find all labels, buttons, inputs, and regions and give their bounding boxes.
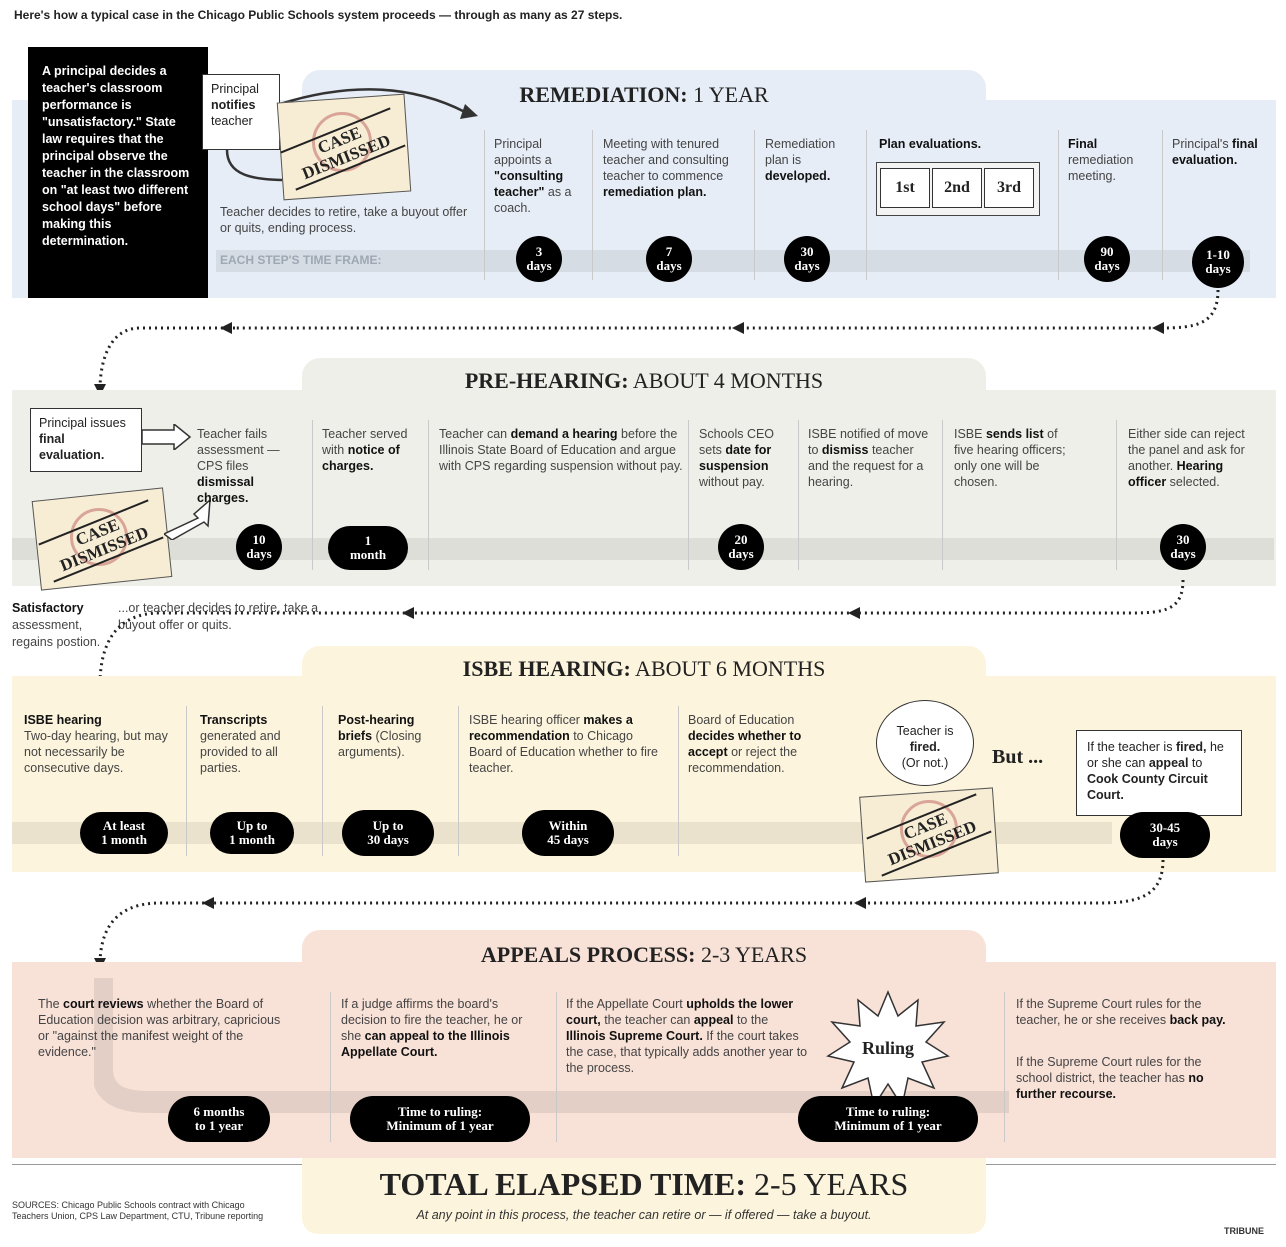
time-badge: Time to ruling:Minimum of 1 year <box>350 1096 530 1142</box>
appeals-court-reviews: The court reviews whether the Board of E… <box>38 997 281 1059</box>
appeals-tab <box>302 930 986 970</box>
separator <box>186 706 187 856</box>
prehearing-band <box>12 390 1276 586</box>
arrow-to-fails <box>141 422 192 452</box>
separator <box>688 420 689 570</box>
plan-eval-3rd: 3rd <box>984 168 1034 208</box>
step-recommendation: ISBE hearing officer makes a recommendat… <box>469 713 659 775</box>
separator <box>942 420 943 570</box>
separator <box>1004 992 1005 1142</box>
principal-issues-callout: Principal issues final evaluation. <box>30 408 142 472</box>
prehearing-track <box>12 538 1274 560</box>
credit-label: TRIBUNE <box>1224 1226 1264 1236</box>
but-label: But ... <box>992 746 1044 768</box>
remediation-title: REMEDIATION: 1 YEAR <box>519 82 769 107</box>
connector-1 <box>0 260 1286 400</box>
separator <box>678 706 679 856</box>
separator <box>1162 130 1163 280</box>
step-post-hearing-briefs: Post-hearing briefs (Closing arguments). <box>338 713 422 759</box>
separator <box>798 420 799 570</box>
isbe-title: ISBE HEARING: ABOUT 6 MONTHS <box>462 656 826 681</box>
separator <box>330 992 331 1142</box>
appeals-outcome-teacher: If the Supreme Court rules for the teach… <box>1016 997 1226 1027</box>
ruling-label: Ruling <box>861 1038 915 1058</box>
separator <box>484 130 485 280</box>
total-elapsed-time: TOTAL ELAPSED TIME: 2-5 YEARS <box>379 1166 909 1202</box>
step-transcripts: Transcripts generated and provided to al… <box>200 713 281 775</box>
appeals-appellate: If a judge affirms the board's decision … <box>341 997 523 1059</box>
separator <box>322 706 323 856</box>
appeals-supreme: If the Appellate Court upholds the lower… <box>566 997 808 1075</box>
separator <box>592 130 593 280</box>
separator <box>1116 420 1117 570</box>
plan-eval-1st: 1st <box>880 168 930 208</box>
step-final-remediation: Final remediation meeting. <box>1068 137 1134 183</box>
time-frame-label: EACH STEP'S TIME FRAME: <box>220 253 382 267</box>
step-plan-developed: Remediation plan is developed. <box>765 137 836 183</box>
plan-evaluations-label: Plan evaluations. <box>879 137 982 151</box>
remediation-tab <box>302 70 986 110</box>
step-notice-of-charges: Teacher served with notice of charges. <box>322 427 408 473</box>
appeals-track <box>91 978 1014 1118</box>
appeals-title: APPEALS PROCESS: 2-3 YEARS <box>480 942 808 967</box>
step-principal-final-eval: Principal's final evaluation. <box>1172 137 1258 167</box>
sources-note: SOURCES: Chicago Public Schools contract… <box>12 1200 264 1221</box>
step-fails-assessment: Teacher fails assessment — CPS files dis… <box>197 427 280 505</box>
step-reject-panel: Either side can reject the panel and ask… <box>1128 427 1245 489</box>
appeal-callout: If the teacher is fired, he or she can a… <box>1076 730 1242 816</box>
step-date-suspension: Schools CEO sets date for suspension wit… <box>699 427 775 489</box>
prehearing-tab <box>302 358 986 398</box>
separator <box>866 130 867 280</box>
step-isbe-sends-list: ISBE sends list of five hearing officers… <box>954 427 1066 489</box>
separator <box>428 420 429 570</box>
separator <box>754 130 755 280</box>
stamp-ring-1 <box>312 112 372 172</box>
separator <box>556 992 557 1142</box>
step-isbe-hearing: ISBE hearing Two-day hearing, but may no… <box>24 713 168 775</box>
separator <box>312 420 313 570</box>
step-meeting: Meeting with tenured teacher and consult… <box>603 137 729 199</box>
intro-text: Here's how a typical case in the Chicago… <box>14 8 623 22</box>
prehearing-title: PRE-HEARING: ABOUT 4 MONTHS <box>464 368 824 393</box>
remediation-track <box>216 250 1250 272</box>
total-panel <box>302 1158 986 1234</box>
arrow-to-folder <box>162 498 214 541</box>
principal-decides-box: A principal decides a teacher's classroo… <box>28 47 208 298</box>
arrow-to-remediation <box>279 84 480 124</box>
satisfactory-note: Satisfactory assessment, regains postion… <box>12 601 101 649</box>
stamp-ring-2 <box>70 508 128 566</box>
time-badge: Time to ruling:Minimum of 1 year <box>798 1096 978 1142</box>
appeals-outcome-district: If the Supreme Court rules for the schoo… <box>1016 1055 1204 1101</box>
step-board-decides: Board of Education decides whether to ac… <box>688 713 802 775</box>
separator <box>1058 130 1059 280</box>
total-note: At any point in this process, the teache… <box>416 1208 872 1222</box>
step-isbe-notified: ISBE notified of move to dismiss teacher… <box>808 427 929 489</box>
or-teacher-note: ...or teacher decides to retire, take a … <box>118 601 319 632</box>
step-consulting-teacher: Principal appoints a "consulting teacher… <box>494 137 572 215</box>
separator <box>458 706 459 856</box>
retire-note: Teacher decides to retire, take a buyout… <box>220 205 468 235</box>
isbe-tab <box>302 646 986 686</box>
stamp-ring-3 <box>900 800 958 858</box>
step-demand-hearing: Teacher can demand a hearing before the … <box>439 427 683 473</box>
ruling-starburst <box>826 990 950 1108</box>
plan-eval-2nd: 2nd <box>932 168 982 208</box>
